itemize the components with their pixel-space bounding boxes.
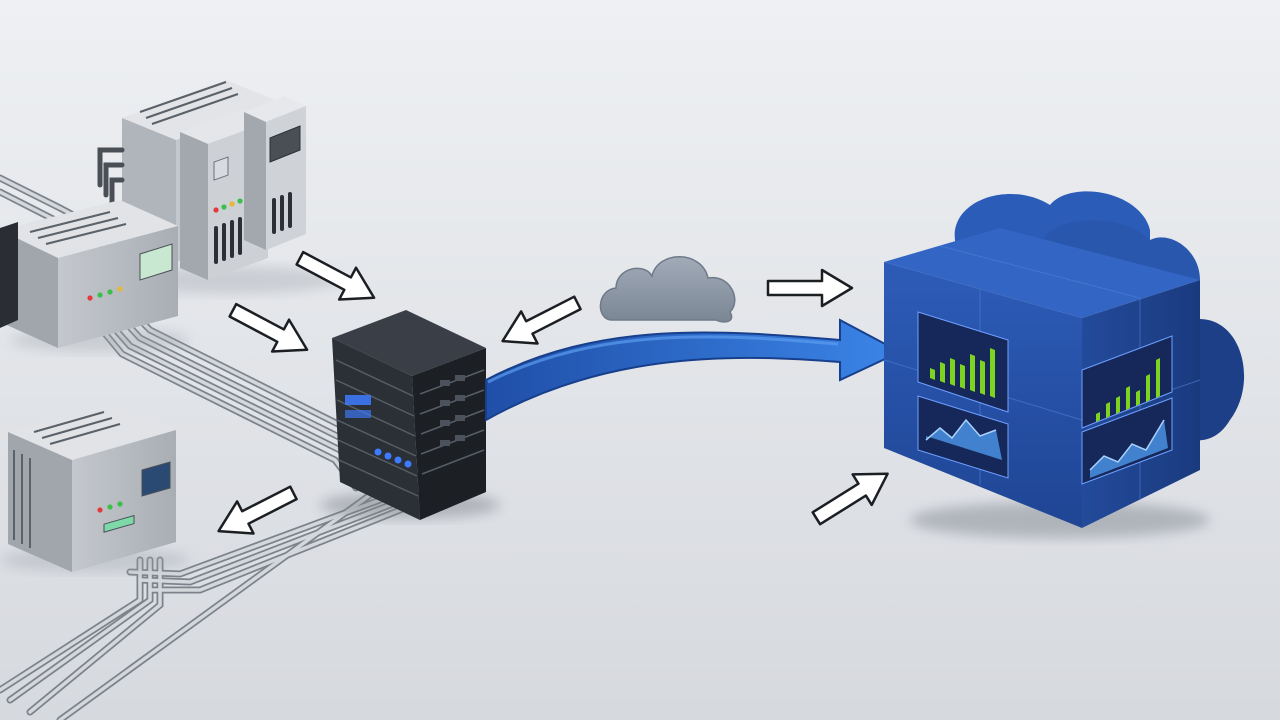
arrow-icon [295, 250, 376, 301]
arrow-icon [811, 472, 889, 526]
dashboard-panel-bar-side [1081, 335, 1173, 429]
plc-controller-left [0, 200, 190, 352]
drive-bay-icons [440, 375, 465, 446]
data-flow-arrow [485, 318, 903, 422]
status-led-row-icon [97, 501, 123, 513]
dashboard-panel-bar [917, 311, 1009, 413]
server-led-blue-icon [345, 395, 412, 468]
display-screen-icon [141, 461, 171, 497]
arrow-icon [501, 295, 582, 345]
arrow-icon [217, 250, 889, 535]
vent-grille-icon [13, 411, 121, 548]
status-led-row-icon [87, 286, 123, 301]
edge-server-rack [320, 310, 500, 520]
arrow-icon [228, 302, 309, 353]
vent-grille-icon [139, 81, 239, 125]
arrow-icon [217, 485, 298, 535]
arrow-icon [766, 268, 854, 308]
dashboard-panel-area [917, 395, 1009, 479]
display-screen-icon [139, 243, 173, 281]
status-led-row-icon [213, 198, 243, 213]
plc-controller-bottom [0, 402, 190, 572]
cloud-cube-icon [883, 191, 1245, 538]
server-unit-slots [335, 359, 485, 497]
display-screen-icon [269, 125, 301, 163]
cloud-icon [599, 256, 736, 323]
vent-grille-icon [29, 211, 127, 245]
dashboard-panel-area-side [1081, 397, 1173, 485]
